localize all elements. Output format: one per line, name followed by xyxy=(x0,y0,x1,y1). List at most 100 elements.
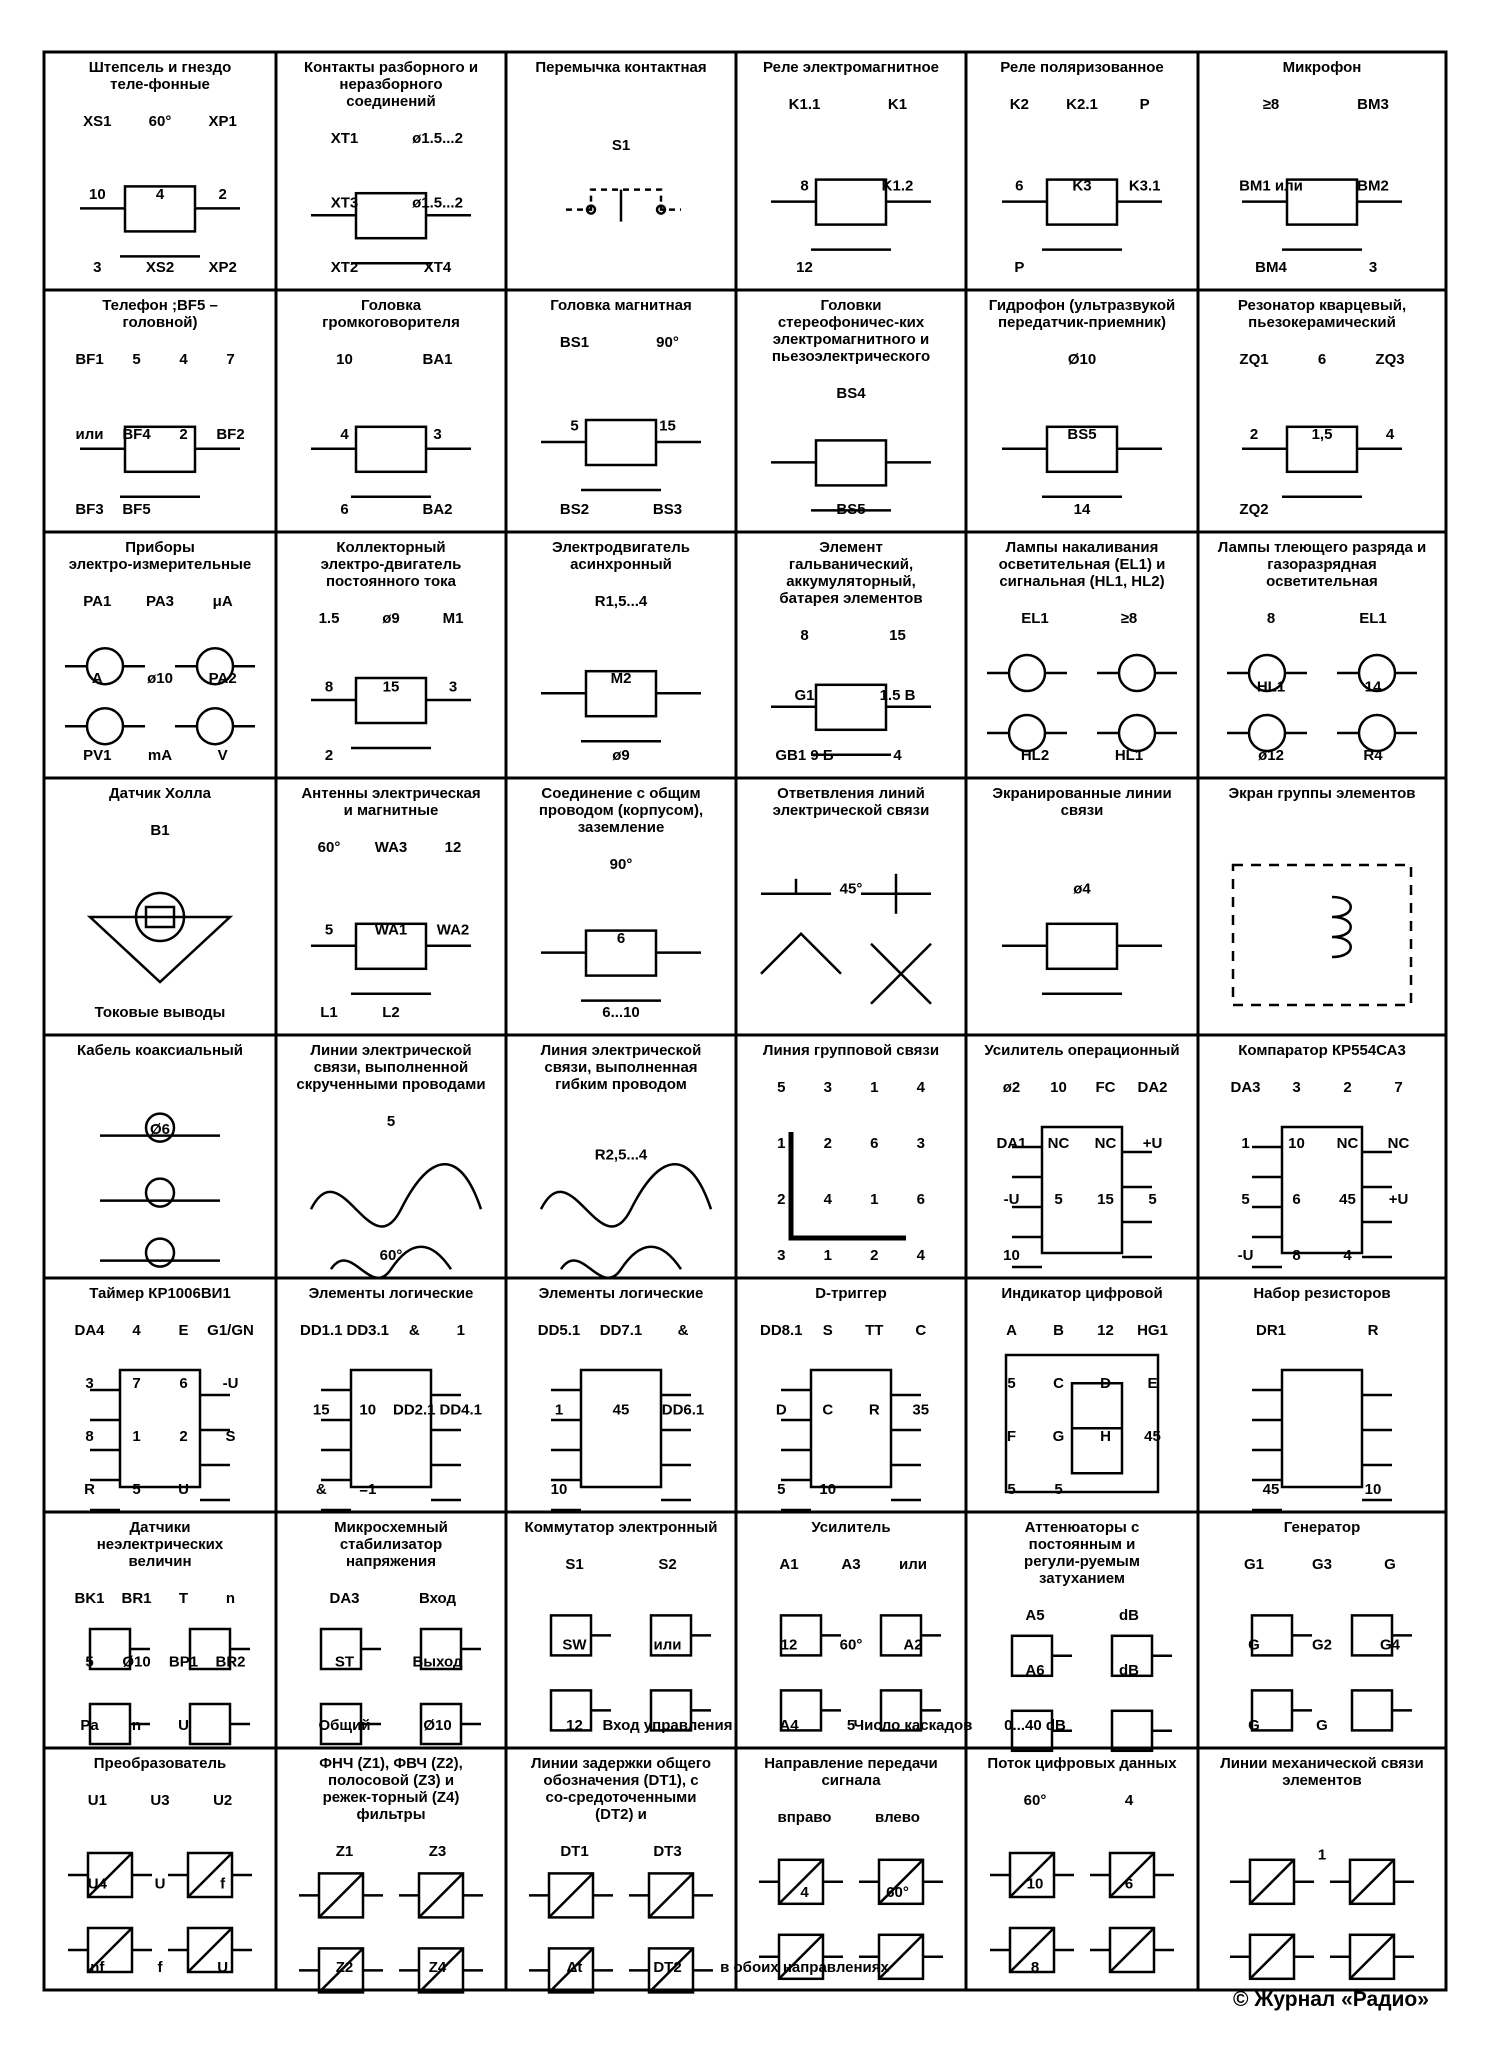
cell-label: U1 xyxy=(88,1792,107,1809)
cell-label: 5 xyxy=(325,922,333,939)
cell-label: 1 xyxy=(870,1079,878,1096)
cell-label: S1 xyxy=(612,137,630,154)
cell-label: n xyxy=(132,1717,141,1734)
cell-label: R2,5...4 xyxy=(595,1147,648,1164)
cell-label: 8 xyxy=(1031,1959,1039,1976)
cell-label: Вход xyxy=(419,1590,457,1607)
cell-label: BM3 xyxy=(1357,96,1389,113)
symbol-37 xyxy=(319,1627,481,1746)
cell-title: Кабель коаксиальный xyxy=(77,1042,243,1059)
cell-label: 5 xyxy=(1241,1191,1249,1208)
cell-label: 10 xyxy=(359,1402,376,1419)
symbol-47 xyxy=(1230,1858,1414,1981)
cell-label: C xyxy=(822,1402,833,1419)
cell-label: R4 xyxy=(1363,747,1383,764)
cell-label: ø1.5...2 xyxy=(412,130,463,147)
cell-label: G xyxy=(1053,1428,1065,1445)
cell-label: 7 xyxy=(1394,1079,1402,1096)
cell-label: S2 xyxy=(658,1556,676,1573)
cell-label: G xyxy=(1248,1717,1260,1734)
cell-label: & xyxy=(316,1481,327,1498)
cell-label: BF3 xyxy=(75,501,103,518)
cell-label: 10 xyxy=(1027,1876,1044,1893)
cell-label: 10 xyxy=(1288,1135,1305,1152)
cell-label: ø2 xyxy=(1003,1079,1021,1096)
cell-title: Реле поляризованное xyxy=(1000,59,1164,76)
cell-title: Усилитель xyxy=(811,1519,890,1536)
cell-label: DA3 xyxy=(1230,1079,1260,1096)
cell-label: 3 xyxy=(433,426,441,443)
symbol-23 xyxy=(1231,863,1413,1007)
cell-label: Z2 xyxy=(336,1959,354,1976)
cell-label: 1,5 xyxy=(1312,426,1333,443)
cell-label: U3 xyxy=(150,1792,169,1809)
cell-label: 10 xyxy=(819,1481,836,1498)
cell-label: 5 xyxy=(1007,1481,1015,1498)
cell-label: DD1.1 xyxy=(300,1322,343,1339)
symbol-44 xyxy=(529,1872,713,1994)
cell-label: 6 xyxy=(870,1135,878,1152)
cell-title: Преобразователь xyxy=(94,1755,226,1772)
cell-label: 10 xyxy=(1050,1079,1067,1096)
cell-label: 14 xyxy=(1365,679,1382,696)
cell-label: 2 xyxy=(870,1247,878,1264)
symbol-7 xyxy=(311,425,471,499)
cell-title: Резонатор кварцевый,пьезокерамический xyxy=(1238,297,1406,331)
symbol-17 xyxy=(1227,653,1417,753)
cell-label: 10 xyxy=(336,351,353,368)
cell-label: 90° xyxy=(610,856,633,873)
symbol-32 xyxy=(551,1368,691,1512)
cell-title: Датчик Холла xyxy=(109,785,212,802)
cell-label: G xyxy=(1248,1637,1260,1654)
cell-label: ø12 xyxy=(1258,747,1284,764)
cell-title: Компаратор КР554СА3 xyxy=(1238,1042,1406,1059)
cell-label: HL1 xyxy=(1257,679,1285,696)
cell-label: DD3.1 xyxy=(346,1322,389,1339)
symbol-41 xyxy=(1250,1614,1412,1732)
cell-label: Токовые выводы xyxy=(95,1004,226,1021)
cell-label: U xyxy=(155,1876,166,1893)
cell-label: 4 xyxy=(917,1247,926,1264)
cell-label: DT3 xyxy=(653,1843,681,1860)
cell-label: 6 xyxy=(179,1375,187,1392)
symbol-45 xyxy=(759,1858,943,1981)
cell-label: 1 xyxy=(457,1322,465,1339)
cell-title: Реле электромагнитное xyxy=(763,59,939,76)
cell-label: XT1 xyxy=(331,130,359,147)
cell-title: D-триггер xyxy=(815,1285,887,1302)
cell-label: PA3 xyxy=(146,593,174,610)
cell-label: 8 xyxy=(85,1428,93,1445)
cell-label: NC xyxy=(1095,1135,1117,1152)
cell-label: G xyxy=(1316,1717,1328,1734)
cell-label: f xyxy=(220,1876,226,1893)
cell-label: XP1 xyxy=(208,113,236,130)
cell-label: G xyxy=(1384,1556,1396,1573)
cell-label: 4 xyxy=(824,1191,833,1208)
cell-title: Головка магнитная xyxy=(550,297,692,314)
cell-label: 8 xyxy=(1267,610,1275,627)
cell-label: или xyxy=(899,1556,927,1573)
cell-label: +U xyxy=(1143,1135,1163,1152)
cell-label: 4 xyxy=(1125,1792,1134,1809)
cell-label: 10 xyxy=(1365,1481,1382,1498)
cell-label: 6 xyxy=(1015,178,1023,195)
symbol-12 xyxy=(65,646,255,746)
cell-label: F xyxy=(1007,1428,1016,1445)
cell-label: 4 xyxy=(1343,1247,1352,1264)
cell-label: D xyxy=(776,1402,787,1419)
cell-label: 15 xyxy=(889,627,906,644)
cell-label: Ø10 xyxy=(1068,351,1096,368)
cell-label: XT4 xyxy=(424,259,452,276)
cell-label: 5 xyxy=(1148,1191,1156,1208)
cell-label: Выход xyxy=(412,1654,463,1671)
cell-label: 2 xyxy=(325,747,333,764)
cell-label: 15 xyxy=(313,1402,330,1419)
cell-label: 0...40 dB xyxy=(1004,1717,1066,1734)
cell-label: 12 xyxy=(796,259,813,276)
cell-label: DD7.1 xyxy=(600,1322,643,1339)
cell-label: EL1 xyxy=(1021,610,1049,627)
